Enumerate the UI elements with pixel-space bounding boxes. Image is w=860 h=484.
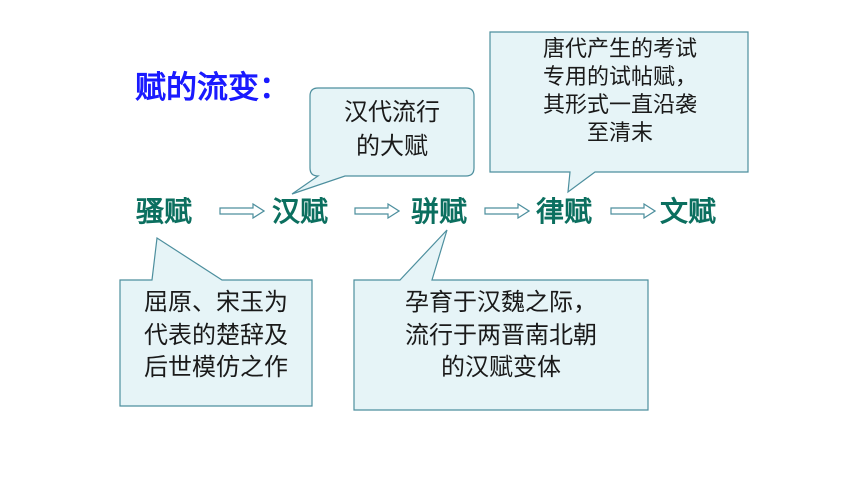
- callout-line: 汉代流行: [344, 98, 440, 126]
- callout-line: 屈原、宋玉为: [144, 288, 288, 316]
- callout-sao-text: 屈原、宋玉为 代表的楚辞及 后世模仿之作: [121, 286, 311, 384]
- stage-sao: 骚赋: [136, 195, 193, 228]
- stage-pian: 骈赋: [411, 195, 468, 228]
- stage-han: 汉赋: [272, 195, 329, 228]
- arrow-icon: [484, 203, 530, 219]
- callout-line: 至清末: [586, 120, 653, 146]
- callout-line: 的汉赋变体: [441, 353, 561, 382]
- arrow-icon: [610, 203, 656, 219]
- callout-line: 专用的试帖赋，: [542, 64, 697, 90]
- diagram-title: 赋的流变：: [135, 70, 290, 106]
- callout-line: 后世模仿之作: [144, 353, 288, 382]
- stage-lu: 律赋: [536, 195, 593, 228]
- callout-line: 代表的楚辞及: [144, 320, 288, 349]
- callout-pian-text: 孕育于汉魏之际， 流行于两晋南北朝 的汉赋变体: [360, 286, 642, 384]
- callout-lu-shape: [489, 31, 749, 194]
- callout-line: 流行于两晋南北朝: [405, 320, 597, 349]
- callout-line: 其形式一直沿袭: [542, 92, 697, 118]
- callout-lu-text: 唐代产生的考试 专用的试帖赋， 其形式一直沿袭 至清末: [492, 36, 748, 148]
- arrow-icon: [354, 203, 400, 219]
- arrow-icon: [219, 203, 265, 219]
- callout-han-shape: [291, 87, 475, 195]
- callout-line: 的大赋: [356, 131, 428, 160]
- callout-pian-shape: [353, 229, 649, 411]
- callout-han-text: 汉代流行 的大赋: [312, 96, 472, 163]
- callout-line: 唐代产生的考试: [542, 37, 697, 62]
- callout-line: 孕育于汉魏之际，: [405, 288, 597, 316]
- callout-sao-shape: [119, 236, 313, 407]
- stage-wen: 文赋: [660, 195, 717, 228]
